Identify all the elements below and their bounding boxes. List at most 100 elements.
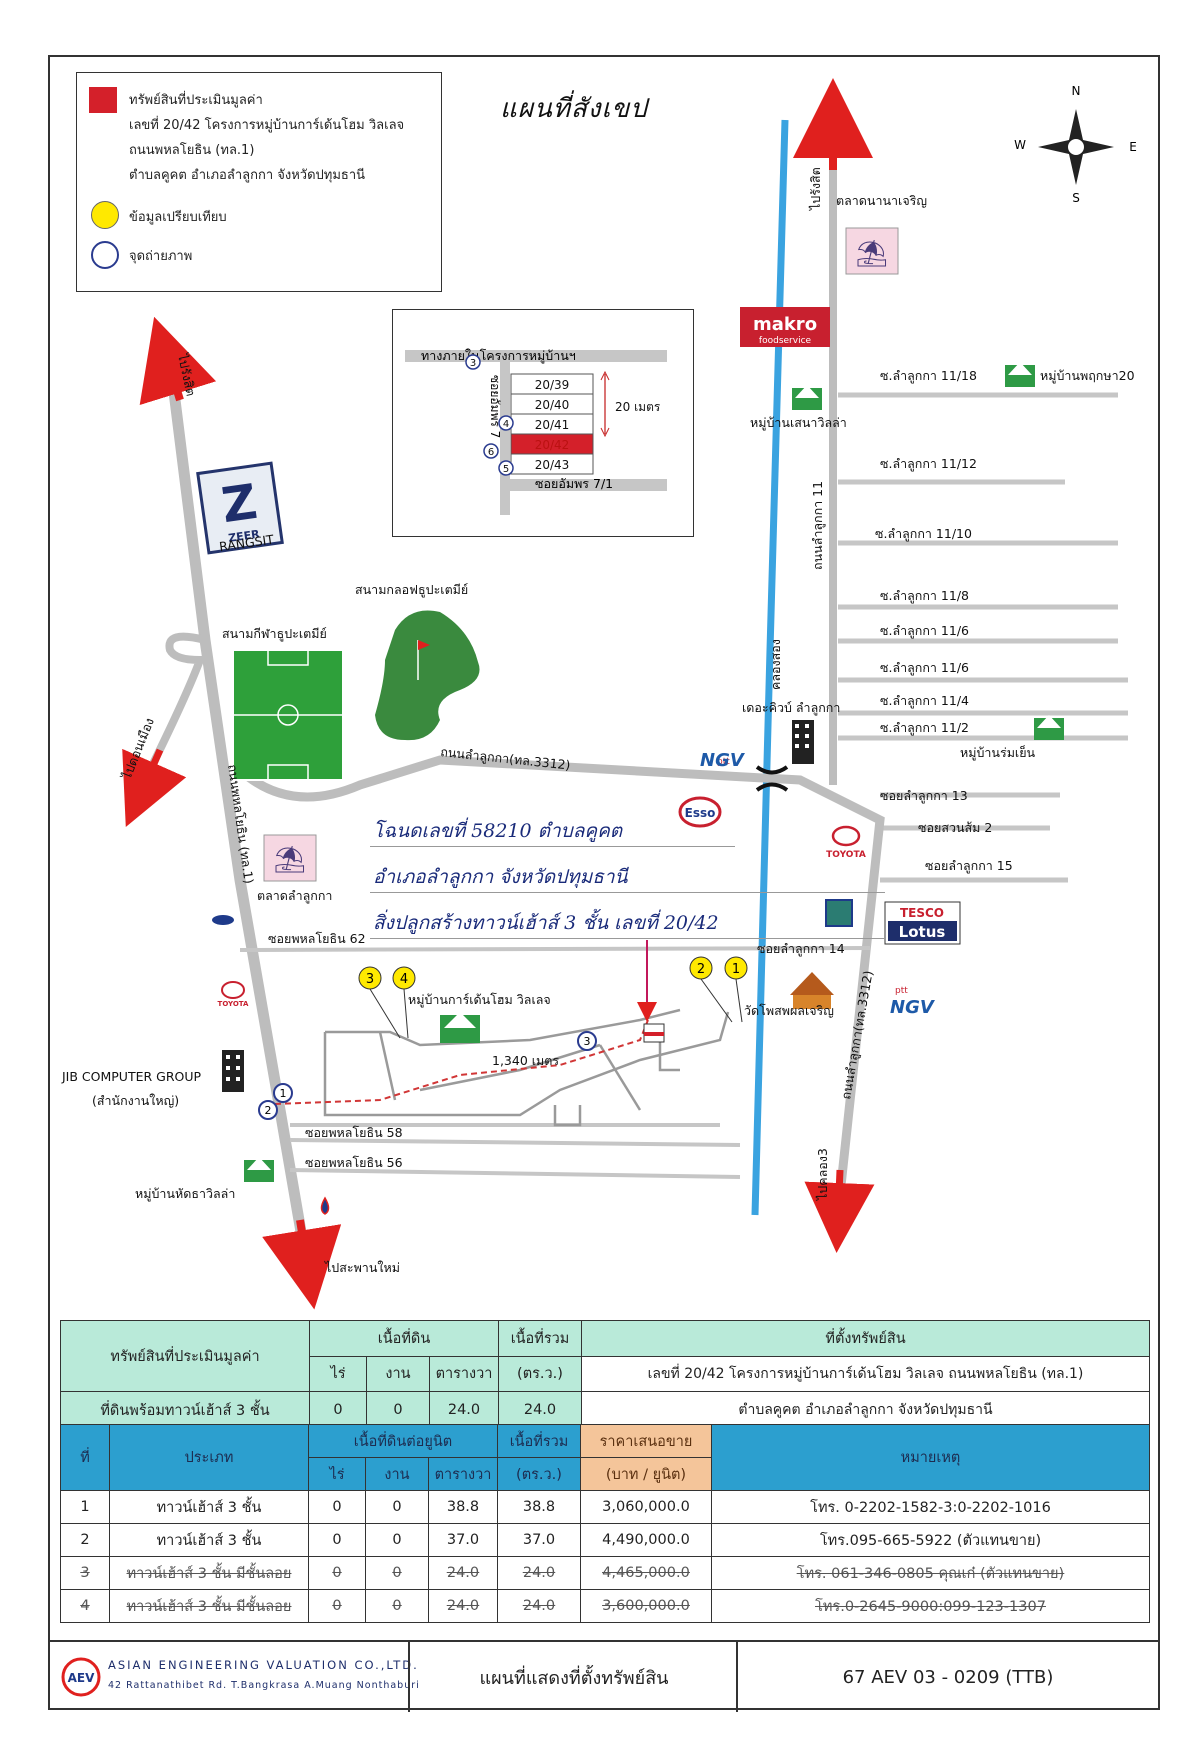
comp-remark-header: หมายเหตุ [711,1424,1150,1491]
map-title: แผนที่สังเขป [500,94,648,124]
market-nana-icon [845,227,899,275]
svg-text:⛱: ⛱ [855,239,888,269]
comp-row-rai: 0 [308,1556,366,1590]
location-map: makro foodservice ⛱ ⛱ Z ZEER Esso ptt NG… [61,78,1137,1310]
comp-row-price: 3,060,000.0 [580,1490,712,1524]
label-jib-sub: (สำนักงานใหญ่) [92,1093,179,1108]
subject-ngan: 0 [366,1391,430,1429]
company-name: ASIAN ENGINEERING VALUATION CO.,LTD. [108,1658,419,1672]
comp-total-header: เนื้อที่รวม [497,1424,581,1458]
comp-row-type: ทาวน์เฮ้าส์ 3 ชั้น มีชั้นลอย [109,1556,309,1590]
soi-phahon-56-line [289,1168,741,1179]
road-lamlukka-3312 [236,755,885,1196]
subject-land-area-header: เนื้อที่ดิน [309,1320,499,1357]
comp-row-type: ทาวน์เฮ้าส์ 3 ชั้น [109,1523,309,1557]
comparable-marker-3: 3 [358,966,382,990]
subject-total-unit: (ตร.ว.) [498,1355,582,1392]
subject-wa-header: ตารางวา [429,1355,499,1392]
label-soi-11-2: ซ.ลำลูกกา 11/2 [880,720,969,736]
comp-row-wa: 37.0 [428,1523,498,1557]
inset-box: 20/39 20/40 20/41 20/42 20/43 20 เมตร ทา… [392,309,694,537]
label-the-cube: เดอะคิวบ์ ลำลูกกา [742,700,840,716]
comp-row-rai: 0 [308,1490,366,1524]
comp-row-ngan: 0 [365,1490,429,1524]
comp-row-no: 1 [60,1490,110,1524]
ngv-logo-top: NGV [700,750,746,771]
comp-row-no: 4 [60,1589,110,1623]
label-village-hatthara: หมู่บ้านหัดธาวิลล่า [135,1186,235,1202]
comp-row-price: 4,465,000.0 [580,1556,712,1590]
comparable-marker-1: 1 [724,956,748,980]
doc-code: 67 AEV 03 - 0209 (TTB) [736,1642,1158,1712]
soi-phahon-58-line [289,1138,741,1147]
label-village-garden-home: หมู่บ้านการ์เด้นโฮม วิลเลจ [408,992,551,1008]
svg-text:Esso: Esso [685,806,716,820]
label-village-phruksa: หมู่บ้านพฤกษา20 [1040,368,1135,384]
aev-logo: AEV [60,1656,102,1698]
subject-ngan-header: งาน [366,1355,430,1392]
comp-rai-header: ไร่ [308,1457,366,1491]
label-soi-11-12: ซ.ลำลูกกา 11/12 [880,456,977,472]
note-underline-1 [370,846,735,847]
svg-text:3: 3 [584,1035,591,1048]
label-market-nana: ตลาดนานาเจริญ [836,193,927,208]
legend-comparable-label: ข้อมูลเปรียบเทียบ [129,210,227,225]
golf-course-shape [375,610,480,741]
label-soi-11-8: ซ.ลำลูกกา 11/8 [880,588,969,604]
label-village-sena: หมู่บ้านเสนาวิลล่า [750,415,847,431]
canal-line [751,119,789,1216]
comp-row-remark: โทร. 061-346-0805 คุณเก๋ (ตัวแทนขาย) [711,1556,1150,1590]
label-soi-lamlukka-15: ซอยลำลูกกา 15 [925,858,1013,874]
svg-text:4: 4 [400,972,408,987]
comp-row-ngan: 0 [365,1556,429,1590]
legend-photo-point-icon [91,241,119,269]
comp-row-type: ทาวน์เฮ้าส์ 3 ชั้น มีชั้นลอย [109,1589,309,1623]
subject-table: ทรัพย์สินที่ประเมินมูลค่า เนื้อที่ดิน เน… [60,1320,1150,1429]
comp-price-unit: (บาท / ยูนิต) [580,1457,712,1491]
bank-logo [825,899,853,927]
label-road-lamlukka-11: ถนนลำลูกกา 11 [810,481,826,570]
svg-text:TOYOTA: TOYOTA [826,850,866,860]
comp-land-unit-header: เนื้อที่ดินต่อยูนิต [308,1424,498,1458]
comp-row-remark: โทร.095-665-5922 (ตัวแทนขาย) [711,1523,1150,1557]
svg-text:4: 4 [503,419,509,430]
arrow-to-don-mueang [122,748,187,827]
table-row: 1 ทาวน์เฮ้าส์ 3 ชั้น 0 0 38.8 38.8 3,060… [60,1490,1150,1524]
village-icon-sena [792,385,822,410]
label-to-saphan-mai: ไปสะพานใหม่ [324,1260,400,1275]
comparables-table: ที่ ประเภท เนื้อที่ดินต่อยูนิต เนื้อที่ร… [60,1424,1150,1623]
ford-logo [212,915,234,925]
comp-row-price: 4,490,000.0 [580,1523,712,1557]
inset-lot-5: 20/43 [535,458,570,472]
comp-price-header: ราคาเสนอขาย [580,1424,712,1458]
inset-lot-2: 20/40 [535,398,570,412]
svg-text:5: 5 [503,464,509,475]
svg-text:W: W [1014,138,1026,152]
comp-no-header: ที่ [60,1424,110,1491]
subject-location-line-2: ตำบลคูคต อำเภอลำลูกกา จังหวัดปทุมธานี [581,1391,1150,1429]
fuel-station-icon [320,1196,330,1215]
comp-row-price: 3,600,000.0 [580,1589,712,1623]
label-to-khlong-3: ไปคลอง3 [815,1148,830,1201]
svg-text:⛱: ⛱ [273,845,306,875]
market-lamlukka-icon [263,834,317,882]
label-stadium: สนามกีฬาธูปะเตมีย์ [222,626,327,642]
comp-row-no: 2 [60,1523,110,1557]
label-soi-phahon-58: ซอยพหลโยธิน 58 [305,1125,403,1140]
legend-subject-label: ทรัพย์สินที่ประเมินมูลค่า [129,93,263,108]
label-soi-11-18: ซ.ลำลูกกา 11/18 [880,368,977,384]
village-icon-romyen [1034,715,1064,740]
doc-title: แผนที่แสดงที่ตั้งทรัพย์สิน [408,1642,738,1712]
subject-location-header: ที่ตั้งทรัพย์สิน [581,1320,1150,1357]
inset-side-road: ซอยอัมพร 7 [488,375,502,438]
comp-row-total: 24.0 [497,1589,581,1623]
svg-text:2: 2 [697,962,705,977]
road-don-mueang [136,632,206,792]
comp-type-header: ประเภท [109,1424,309,1491]
svg-text:3: 3 [366,972,374,987]
makro-text: makro [753,314,817,335]
svg-text:TOYOTA: TOYOTA [218,1000,249,1008]
note-line-2: อำเภอลำลูกกา จังหวัดปทุมธานี [373,866,628,888]
ptt-text-bottom: ptt [895,986,908,996]
svg-text:N: N [1072,84,1081,98]
